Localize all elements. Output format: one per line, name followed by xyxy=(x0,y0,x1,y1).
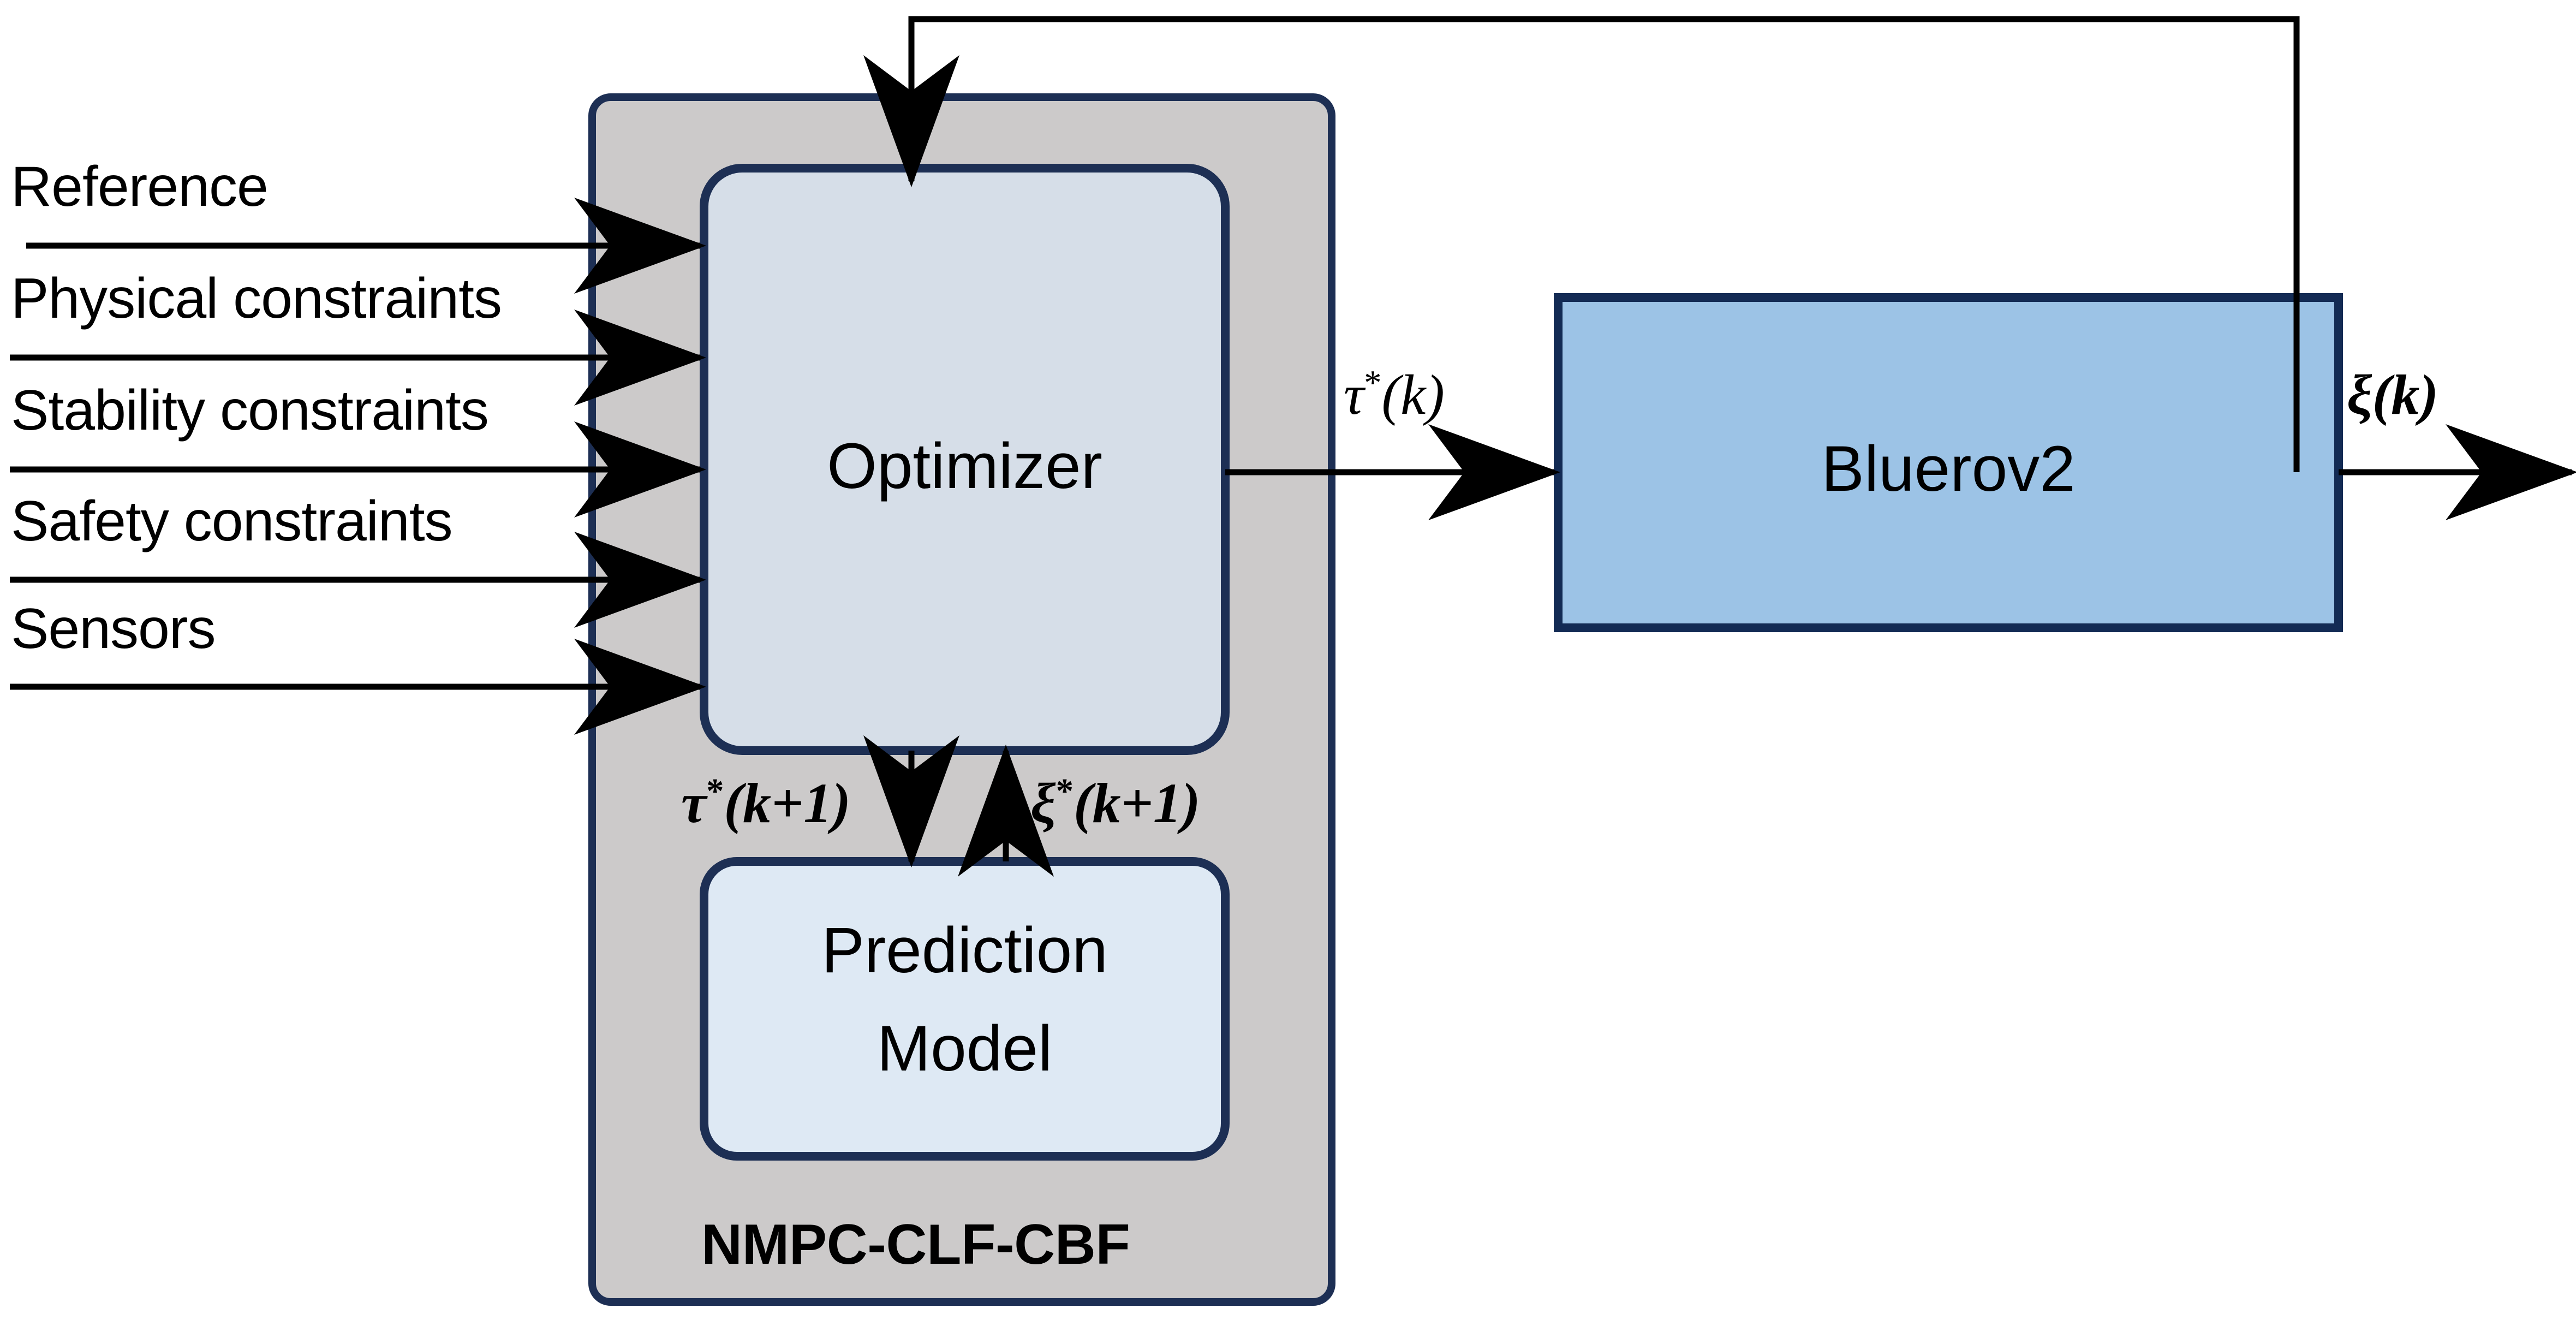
signal-label-xi-star-k-plus-1: ξ*(k+1) xyxy=(1030,772,1201,835)
tau-k-argument: (k) xyxy=(1381,364,1445,426)
tau-star-superscript: * xyxy=(706,771,724,811)
prediction-model-label-line2: Model xyxy=(876,1013,1053,1085)
tau-k-star-superscript: * xyxy=(1364,363,1382,402)
xi-k-argument: (k) xyxy=(2372,364,2438,426)
xi-symbol: ξ xyxy=(1030,772,1056,835)
prediction-model-label-line1: Prediction xyxy=(821,914,1108,986)
controller-caption: NMPC-CLF-CBF xyxy=(701,1213,1130,1276)
tau-k-symbol: τ xyxy=(1344,364,1364,426)
tau-symbol: τ xyxy=(681,772,707,835)
input-label-sensors: Sensors xyxy=(11,597,216,661)
xi-argument: (k+1) xyxy=(1073,772,1201,835)
optimizer-label: Optimizer xyxy=(827,430,1102,502)
feedback-loop-path xyxy=(863,16,2300,472)
input-label-physical-constraints: Physical constraints xyxy=(11,267,502,330)
input-label-reference: Reference xyxy=(11,155,269,218)
bluerov2-block[interactable] xyxy=(1554,293,2343,632)
xi-star-superscript: * xyxy=(1056,771,1074,811)
signal-label-tau-star-k-plus-1: τ*(k+1) xyxy=(681,772,851,835)
input-label-safety-constraints: Safety constraints xyxy=(11,490,453,553)
input-label-stability-constraints: Stability constraints xyxy=(11,379,489,442)
prediction-model-block[interactable] xyxy=(700,857,1230,1161)
tau-argument: (k+1) xyxy=(724,772,851,835)
bluerov2-label: Bluerov2 xyxy=(1821,433,2076,505)
signal-label-tau-star-k: τ*(k) xyxy=(1344,364,1445,426)
xi-k-symbol: ξ xyxy=(2347,364,2372,426)
signal-label-xi-k: ξ(k) xyxy=(2347,367,2438,424)
